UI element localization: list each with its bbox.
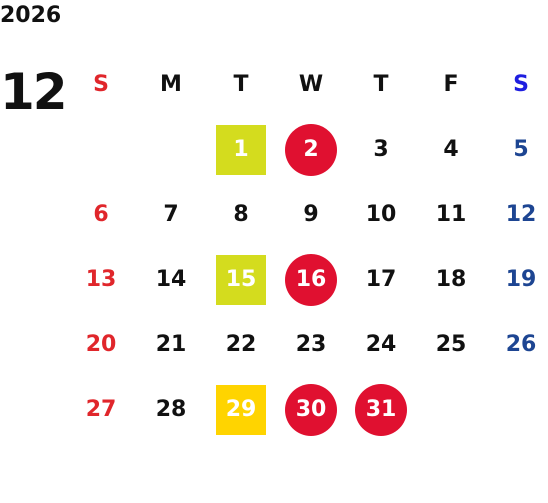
day-cell: 22 (225, 332, 257, 357)
weekday-wednesday: W (298, 72, 324, 97)
weekday-tuesday: T (233, 72, 249, 97)
empty-day-cell (136, 117, 206, 182)
day-number-highlighted: 31 (355, 383, 407, 436)
day-cell: 24 (365, 332, 397, 357)
day-cell: 15 (206, 247, 276, 312)
day-cell-sunday: 27 (85, 397, 117, 422)
day-cell: 10 (365, 202, 397, 227)
day-cell-saturday: 19 (505, 267, 537, 292)
day-cell: 25 (435, 332, 467, 357)
month-number: 12 (0, 63, 68, 121)
day-number-highlighted: 30 (285, 383, 337, 436)
day-cell: 7 (163, 202, 179, 227)
day-cell-saturday: 26 (505, 332, 537, 357)
day-cell: 23 (295, 332, 327, 357)
empty-day-cell (416, 377, 486, 442)
day-cell: 2 (276, 117, 346, 182)
day-cell: 9 (303, 202, 319, 227)
day-number-highlighted: 16 (285, 253, 337, 306)
day-cell: 21 (155, 332, 187, 357)
day-cell: 17 (365, 267, 397, 292)
day-cell: 29 (206, 377, 276, 442)
weekday-friday: F (443, 72, 459, 97)
day-cell-sunday: 20 (85, 332, 117, 357)
year-label: 2026 (0, 3, 62, 28)
day-cell: 1 (206, 117, 276, 182)
day-cell: 8 (233, 202, 249, 227)
day-cell-saturday: 5 (513, 137, 529, 162)
day-cell: 11 (435, 202, 467, 227)
day-cell-sunday: 6 (93, 202, 109, 227)
weekday-thursday: T (373, 72, 389, 97)
day-number-highlighted: 15 (216, 254, 266, 305)
day-cell: 3 (373, 137, 389, 162)
day-number-highlighted: 2 (285, 123, 337, 176)
day-cell: 30 (276, 377, 346, 442)
empty-day-cell (66, 117, 136, 182)
weekday-sunday: S (93, 72, 109, 97)
weekday-monday: M (160, 72, 182, 97)
day-cell: 16 (276, 247, 346, 312)
calendar-grid: S M T W T F S 1 2 3 4 5 6 7 8 9 10 11 12… (66, 52, 548, 442)
weekday-saturday: S (513, 72, 529, 97)
day-number-highlighted: 1 (216, 124, 266, 175)
day-cell-saturday: 12 (505, 202, 537, 227)
day-cell: 18 (435, 267, 467, 292)
day-cell: 28 (155, 397, 187, 422)
day-number-highlighted: 29 (216, 384, 266, 435)
day-cell: 14 (155, 267, 187, 292)
day-cell: 31 (346, 377, 416, 442)
day-cell: 4 (443, 137, 459, 162)
empty-day-cell (486, 377, 548, 442)
day-cell-sunday: 13 (85, 267, 117, 292)
